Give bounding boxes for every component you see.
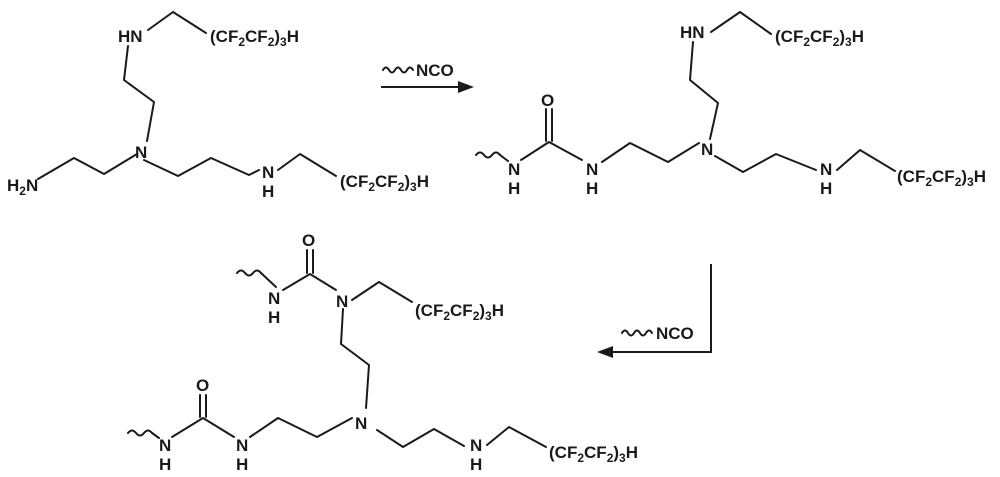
upper-urea-h-label: H: [268, 308, 280, 327]
urea-nh-right-h-label: H: [586, 179, 598, 198]
secondary-amine-n-label: N: [820, 160, 832, 179]
wavy-bond-icon: [382, 66, 414, 74]
secondary-amine-h-label: H: [820, 179, 832, 198]
fluoroalkyl-chain-right: (CF2CF2)3H: [340, 172, 429, 194]
upper-urea-tertiary-n-label: N: [336, 292, 348, 311]
lower-urea-nh-right-n-label: N: [236, 436, 248, 455]
tertiary-nitrogen-label: N: [135, 143, 147, 162]
molecule-2-bonds: [475, 11, 896, 173]
molecule-2-monourea: O N H N H N N H HN (CF2CF2)3H (CF2CF2)3H: [475, 11, 986, 198]
fluoroalkyl-chain-right: (CF2CF2)3H: [549, 443, 638, 465]
secondary-amine-upper-label: HN: [680, 23, 705, 42]
urea-nh-left-n-label: N: [508, 160, 520, 179]
amine-terminal-label: H2N: [7, 176, 38, 198]
secondary-amine-h-label: H: [470, 455, 482, 474]
wavy-bond-icon: [621, 329, 653, 337]
upper-urea-n-label: N: [268, 289, 280, 308]
isocyanate-reagent-label: NCO: [416, 61, 454, 80]
urea-nh-right-n-label: N: [586, 160, 598, 179]
carbonyl-oxygen-label: O: [541, 91, 554, 110]
molecule-3-bisurea: O N H N (CF2CF2)3H O N H N H N N H (CF2C…: [127, 231, 638, 474]
fluoroalkyl-chain-upper: (CF2CF2)3H: [415, 301, 504, 323]
reaction-arrow-2: NCO: [597, 264, 712, 358]
secondary-amine-upper-label: HN: [118, 27, 143, 46]
reaction-arrow-1: NCO: [381, 61, 474, 93]
molecule-1-bonds: [37, 11, 337, 180]
fluoroalkyl-chain-right: (CF2CF2)3H: [897, 167, 986, 189]
secondary-amine-h-label: H: [262, 182, 274, 201]
urea-nh-left-h-label: H: [508, 179, 520, 198]
tertiary-nitrogen-label: N: [355, 414, 367, 433]
lower-urea-nh-right-h-label: H: [236, 455, 248, 474]
secondary-amine-n-label: N: [262, 163, 274, 182]
lower-urea-nh-left-h-label: H: [159, 455, 171, 474]
tertiary-nitrogen-label: N: [701, 140, 713, 159]
molecule-1-starting-amine: H2N N N H HN (CF2CF2)3H (CF2CF2)3H: [7, 11, 429, 201]
secondary-amine-n-label: N: [470, 436, 482, 455]
isocyanate-reagent-label: NCO: [656, 324, 694, 343]
upper-carbonyl-oxygen-label: O: [302, 231, 315, 250]
elbow-arrow-icon: [612, 264, 712, 353]
lower-urea-nh-left-n-label: N: [159, 436, 171, 455]
lower-carbonyl-oxygen-label: O: [196, 376, 209, 395]
molecule-3-bonds: [127, 249, 547, 448]
fluoroalkyl-chain-upper: (CF2CF2)3H: [775, 27, 864, 49]
fluoroalkyl-chain-upper: (CF2CF2)3H: [210, 27, 299, 49]
